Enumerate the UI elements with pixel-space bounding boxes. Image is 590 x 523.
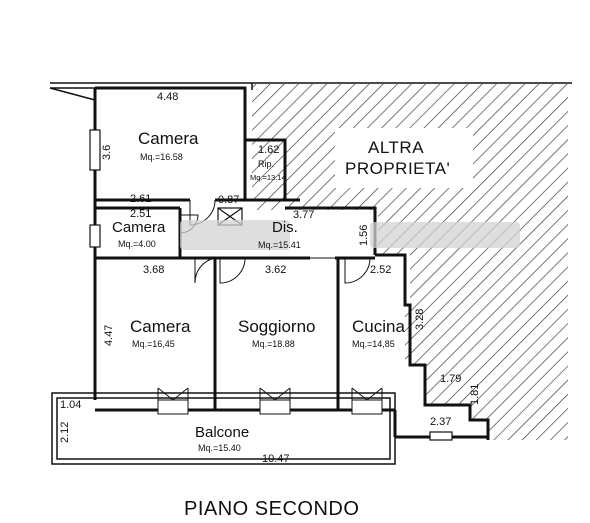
room-area-rip: Mq.=13.14	[250, 173, 286, 182]
room-area-camera-bottom: Mq.=16,45	[132, 339, 175, 349]
dim-104: 1.04	[60, 399, 81, 411]
room-area-camera-top: Mq.=16.58	[140, 152, 183, 162]
dim-181: 1.81	[469, 384, 481, 405]
room-name-rip: Rip.	[258, 159, 274, 169]
dim-328: 3.28	[414, 309, 426, 330]
room-name-camera-small: Camera	[112, 219, 166, 236]
other-property-hatch	[252, 84, 568, 440]
dim-447: 4.47	[103, 325, 115, 346]
room-name-dis: Dis.	[272, 219, 298, 236]
windows	[89, 129, 453, 441]
dim-087: 0.87	[218, 194, 239, 206]
balcony-doors	[157, 387, 383, 415]
other-property-label-line2: PROPRIETA'	[345, 159, 450, 178]
room-name-camera-bottom: Camera	[130, 317, 191, 336]
dim-179: 1.79	[440, 373, 461, 385]
dim-212: 2.12	[59, 422, 71, 443]
dim-377: 3.77	[293, 209, 314, 221]
dim-448: 4.48	[157, 91, 178, 103]
dim-252: 2.52	[370, 264, 391, 276]
room-name-soggiorno: Soggiorno	[238, 317, 316, 336]
dim-36: 3.6	[101, 145, 113, 160]
dim-1047: 10.47	[262, 453, 290, 465]
room-area-balcone: Mq.=15.40	[198, 443, 241, 453]
dim-261: 2.61	[130, 193, 151, 205]
dim-368: 3.68	[143, 264, 164, 276]
dim-251: 2.51	[130, 208, 151, 220]
room-name-cucina: Cucina	[352, 317, 405, 336]
floor-caption: PIANO SECONDO	[184, 498, 359, 520]
dim-162: 1.62	[258, 144, 279, 156]
other-property-label-line1: ALTRA	[368, 138, 424, 157]
boundary-lines	[49, 82, 572, 101]
dim-156: 1.56	[358, 225, 370, 246]
dim-237: 2.37	[430, 416, 451, 428]
other-property-label-bg	[335, 128, 473, 188]
room-area-dis: Mq.=15.41	[258, 240, 301, 250]
room-area-camera-small: Mq.=4.00	[118, 239, 156, 249]
blurred-areas	[180, 220, 520, 250]
room-area-soggiorno: Mq.=18.88	[252, 339, 295, 349]
room-area-cucina: Mq.=14,85	[352, 339, 395, 349]
dim-362: 3.62	[265, 264, 286, 276]
room-name-balcone: Balcone	[195, 424, 249, 441]
room-name-camera-top: Camera	[138, 129, 199, 148]
balcony-outline	[51, 392, 396, 465]
